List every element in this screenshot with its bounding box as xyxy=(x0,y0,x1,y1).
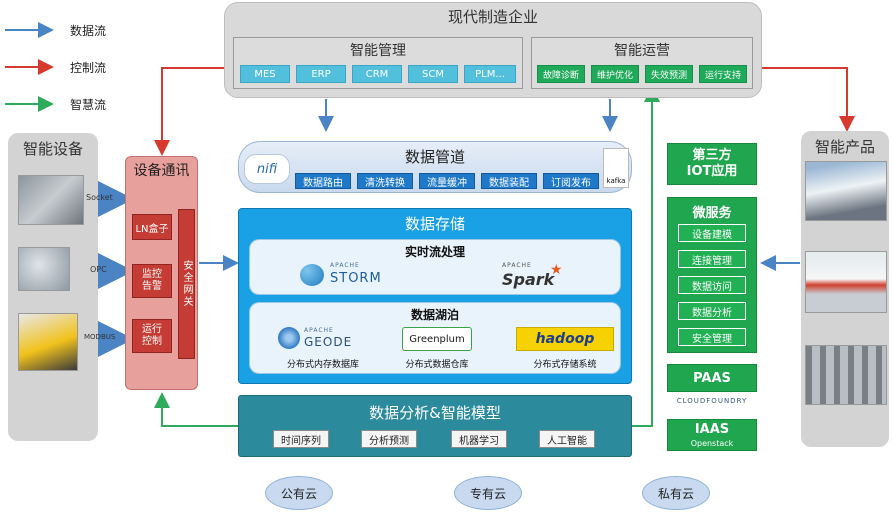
storage-title: 数据存储 xyxy=(404,214,465,233)
storm-logo-name: STORM xyxy=(330,271,382,286)
data-lake-panel: 数据湖泊 APACHE GEODE 分布式内存数据库 Greenplum 分布式… xyxy=(249,302,621,374)
management-group: 智能管理 MES ERP CRM SCM PLM... xyxy=(233,37,523,89)
product-photo-metro xyxy=(805,251,887,313)
hadoop-logo: hadoop xyxy=(516,327,614,351)
geode-logo: APACHE GEODE xyxy=(272,325,382,353)
control-arrow-enterprise-products xyxy=(762,67,855,132)
kafka-logo: kafka xyxy=(603,148,629,188)
module-run-control: 运行 控制 xyxy=(132,319,172,353)
smart-devices-title: 智能设备 xyxy=(22,139,83,158)
microservices-title: 微服务 xyxy=(692,205,732,221)
data-pipeline-panel: 数据管道 nifi kafka 数据路由 清洗转换 流量缓冲 数据装配 订阅发布 xyxy=(238,141,632,193)
geode-caption: 分布式内存数据库 xyxy=(286,359,359,370)
microservices-block: 微服务 设备建模 连接管理 数据访问 数据分析 安全管理 xyxy=(667,197,757,353)
device-photo-cabinet xyxy=(18,175,84,225)
legend-label-data: 数据流 xyxy=(70,24,107,38)
legend-label-control: 控制流 xyxy=(70,61,107,75)
spark-logo: APACHE Spark ★ xyxy=(500,260,590,292)
cloud-public: 公有云 xyxy=(265,476,333,510)
storm-cloud-icon xyxy=(300,264,324,286)
control-arrow-enterprise-devcomm xyxy=(154,67,230,156)
iaas-block: IAAS Openstack xyxy=(667,419,757,451)
paas-block: PAAS xyxy=(667,364,757,392)
wisdom-arrow-analysis-ops xyxy=(632,86,660,427)
analysis-panel: 数据分析&智能模型 时间序列 分析预测 机器学习 人工智能 xyxy=(238,395,632,457)
pipeline-item-assembly: 数据装配 xyxy=(481,173,537,189)
ms-item-device-modeling: 设备建模 xyxy=(678,224,746,242)
management-item-plm: PLM... xyxy=(464,65,516,83)
product-photo-parking xyxy=(805,345,887,405)
analysis-title: 数据分析&智能模型 xyxy=(369,403,501,422)
operations-item-maintenance: 维护优化 xyxy=(591,65,639,83)
smart-products-panel: 智能产品 xyxy=(801,131,889,447)
cloud-private: 私有云 xyxy=(642,476,710,510)
device-photo-box xyxy=(18,247,70,291)
storm-logo: APACHE STORM xyxy=(300,260,400,292)
pipeline-item-cleansing: 清洗转换 xyxy=(357,173,413,189)
operations-item-fault-diagnosis: 故障诊断 xyxy=(537,65,585,83)
data-lake-title: 数据湖泊 xyxy=(410,307,459,322)
analysis-item-time-series: 时间序列 xyxy=(273,430,329,448)
operations-item-run-support: 运行支持 xyxy=(699,65,747,83)
smart-products-title: 智能产品 xyxy=(814,137,875,156)
wisdom-arrow-analysis-devcomm xyxy=(154,392,238,427)
protocol-label-opc: OPC xyxy=(90,265,107,274)
pipeline-item-buffering: 流量缓冲 xyxy=(419,173,475,189)
iot-apps-block: 第三方 IOT应用 xyxy=(667,143,757,185)
cloud-dedicated-label: 专有云 xyxy=(469,486,506,501)
cloud-public-label: 公有云 xyxy=(280,486,317,501)
storm-logo-prefix: APACHE xyxy=(330,262,360,269)
hadoop-caption: 分布式存储系统 xyxy=(533,359,597,370)
stream-processing-title: 实时流处理 xyxy=(404,244,465,259)
management-title: 智能管理 xyxy=(350,43,406,59)
geode-sphere-icon xyxy=(278,327,300,349)
module-monitor-alarm: 监控 告警 xyxy=(132,264,172,298)
management-item-scm: SCM xyxy=(408,65,458,83)
ms-item-data-access: 数据访问 xyxy=(678,276,746,294)
ms-item-security-mgmt: 安全管理 xyxy=(678,328,746,346)
management-item-crm: CRM xyxy=(352,65,402,83)
enterprise-title: 现代制造企业 xyxy=(447,7,538,26)
security-gateway: 安全网关 xyxy=(178,209,195,359)
iaas-sub: Openstack xyxy=(690,438,734,448)
management-item-erp: ERP xyxy=(296,65,346,83)
legend-label-wisdom: 智慧流 xyxy=(70,98,107,112)
pipeline-item-routing: 数据路由 xyxy=(295,173,351,189)
geode-logo-prefix: APACHE xyxy=(304,327,334,334)
spark-logo-name: Spark xyxy=(502,270,555,289)
iaas-title: IAAS xyxy=(694,421,730,437)
analysis-item-machine-learning: 机器学习 xyxy=(451,430,507,448)
analysis-item-prediction: 分析预测 xyxy=(361,430,417,448)
management-item-mes: MES xyxy=(240,65,290,83)
nifi-logo: nifi xyxy=(244,154,290,184)
ms-item-connection-mgmt: 连接管理 xyxy=(678,250,746,268)
device-comm-title: 设备通讯 xyxy=(133,163,190,179)
cloud-dedicated: 专有云 xyxy=(454,476,522,510)
operations-title: 智能运营 xyxy=(614,43,670,59)
operations-item-failure-prediction: 失效预测 xyxy=(645,65,693,83)
greenplum-logo: Greenplum xyxy=(402,327,472,351)
product-photo-train xyxy=(805,161,887,221)
pipeline-item-pubsub: 订阅发布 xyxy=(543,173,599,189)
spark-star-icon: ★ xyxy=(550,262,563,278)
geode-logo-name: GEODE xyxy=(304,335,353,349)
analysis-item-ai: 人工智能 xyxy=(539,430,595,448)
enterprise-panel: 现代制造企业 智能管理 MES ERP CRM SCM PLM... 智能运营 … xyxy=(224,2,762,98)
device-photo-excavator xyxy=(18,313,78,371)
cloud-private-label: 私有云 xyxy=(657,486,694,501)
stream-processing-panel: 实时流处理 APACHE STORM APACHE Spark ★ xyxy=(249,239,621,295)
greenplum-caption: 分布式数据仓库 xyxy=(405,359,469,370)
pipeline-title: 数据管道 xyxy=(404,147,465,166)
ms-item-data-analysis: 数据分析 xyxy=(678,302,746,320)
smart-devices-panel: 智能设备 xyxy=(8,133,98,441)
operations-group: 智能运营 故障诊断 维护优化 失效预测 运行支持 xyxy=(531,37,753,89)
module-ln-box: LN盒子 xyxy=(132,214,172,240)
cloudfoundry-logo: CLOUDFOUNDRY xyxy=(664,394,760,408)
data-storage-panel: 数据存储 实时流处理 APACHE STORM APACHE Spark ★ 数… xyxy=(238,208,632,384)
protocol-label-socket: Socket xyxy=(86,193,113,202)
protocol-label-modbus: MODBUS xyxy=(84,333,116,341)
spark-logo-prefix: APACHE xyxy=(502,262,532,269)
device-comm-panel: 设备通讯 LN盒子 监控 告警 运行 控制 安全网关 xyxy=(125,156,198,390)
